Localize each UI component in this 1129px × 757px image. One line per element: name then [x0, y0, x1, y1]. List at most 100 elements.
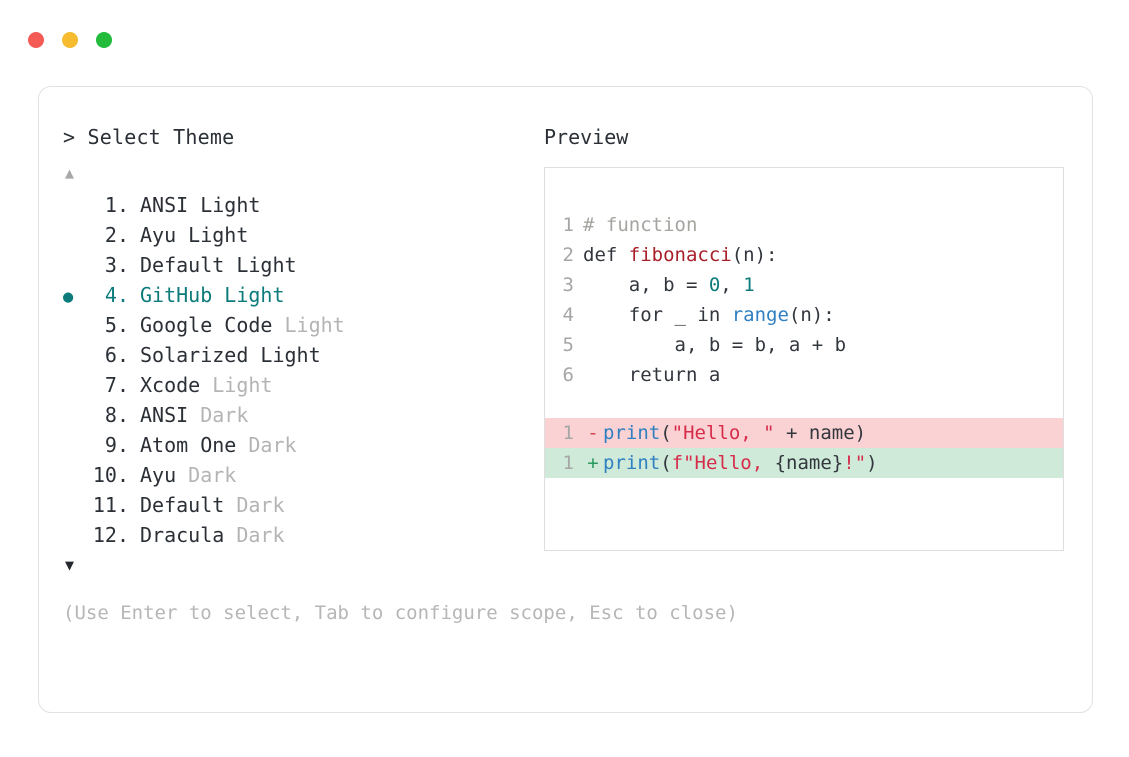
theme-list[interactable]: 1.ANSI Light 2.Ayu Light 3.Default Light…: [63, 190, 533, 550]
theme-item-variant: Light: [224, 253, 297, 277]
theme-item-variant: Light: [212, 283, 285, 307]
code-line: 4 for _ in range(n):: [545, 300, 1063, 330]
theme-list-item[interactable]: 10.Ayu Dark: [63, 460, 533, 490]
theme-item-index: 8.: [104, 403, 129, 427]
theme-item-index: 10.: [92, 463, 129, 487]
theme-list-item[interactable]: ●4.GitHub Light: [63, 280, 533, 310]
minimize-dot[interactable]: [62, 32, 78, 48]
preview-label: Preview: [544, 125, 629, 149]
code-token: !": [843, 452, 867, 474]
theme-list-item[interactable]: 3.Default Light: [63, 250, 533, 280]
diff-sign: +: [587, 452, 599, 474]
selection-bullet-icon: [63, 192, 85, 222]
code-line: 3 a, b = 0, 1: [545, 270, 1063, 300]
diff-line-del: 1-print("Hello, " + name): [545, 418, 1063, 448]
theme-item-index: 2.: [104, 223, 129, 247]
code-token: ,: [720, 274, 744, 296]
code-token: a, b = b, a + b: [583, 334, 847, 356]
theme-item-name: Google Code: [140, 313, 273, 337]
selection-bullet-icon: [63, 222, 85, 252]
selection-bullet-icon: [63, 492, 85, 522]
code-token: 1: [743, 274, 755, 296]
theme-item-index: 9.: [104, 433, 129, 457]
code-token: "Hello, ": [671, 422, 775, 444]
selection-bullet-icon: [63, 342, 85, 372]
theme-item-index: 6.: [104, 343, 129, 367]
theme-item-name: ANSI: [140, 403, 189, 427]
code-token: + name): [774, 422, 867, 444]
theme-item-index: 7.: [104, 373, 129, 397]
code-token: (: [660, 422, 672, 444]
code-line-text: return a: [583, 360, 721, 390]
theme-item-index: 11.: [92, 493, 129, 517]
theme-item-index: 4.: [104, 283, 129, 307]
theme-list-item[interactable]: 7.Xcode Light: [63, 370, 533, 400]
code-token: (: [660, 452, 672, 474]
theme-item-variant: Light: [176, 223, 249, 247]
theme-item-index: 1.: [104, 193, 129, 217]
theme-item-variant: Dark: [224, 523, 285, 547]
line-number: 2: [562, 244, 574, 266]
code-token: a, b =: [583, 274, 709, 296]
theme-item-name: Dracula: [140, 523, 225, 547]
select-theme-prompt: > Select Theme: [63, 125, 235, 149]
code-line: 1 # function: [545, 210, 1063, 240]
line-number: 1: [562, 214, 574, 236]
theme-item-name: Solarized: [140, 343, 249, 367]
line-number: 4: [562, 304, 574, 326]
code-token: (n):: [788, 304, 835, 326]
scroll-up-arrow-icon[interactable]: ▲: [65, 164, 75, 182]
code-line: 2 def fibonacci(n):: [545, 240, 1063, 270]
code-line-text: for _ in range(n):: [583, 300, 835, 330]
maximize-dot[interactable]: [96, 32, 112, 48]
code-token: def: [583, 244, 629, 266]
close-dot[interactable]: [28, 32, 44, 48]
line-number: 1: [562, 422, 574, 444]
code-token: fibonacci: [628, 244, 732, 266]
scroll-down-arrow-icon[interactable]: ▼: [65, 556, 75, 574]
theme-list-item[interactable]: 9.Atom One Dark: [63, 430, 533, 460]
theme-item-variant: Light: [188, 193, 261, 217]
theme-list-item[interactable]: 1.ANSI Light: [63, 190, 533, 220]
theme-list-item[interactable]: 2.Ayu Light: [63, 220, 533, 250]
code-line-text: # function: [583, 210, 697, 240]
theme-list-item[interactable]: 6.Solarized Light: [63, 340, 533, 370]
keyboard-hint: (Use Enter to select, Tab to configure s…: [63, 602, 738, 624]
selection-bullet-icon: [63, 402, 85, 432]
theme-item-name: Ayu: [140, 463, 177, 487]
theme-list-item[interactable]: 12. Dracula Dark: [63, 520, 533, 550]
selection-bullet-icon: [63, 372, 85, 402]
theme-list-item[interactable]: 11.Default Dark: [63, 490, 533, 520]
theme-item-variant: Dark: [188, 403, 249, 427]
code-token: return a: [583, 364, 721, 386]
theme-item-variant: Light: [272, 313, 345, 337]
theme-list-item[interactable]: 8. ANSI Dark: [63, 400, 533, 430]
diff-block: 1-print("Hello, " + name)1+print(f"Hello…: [545, 418, 1063, 478]
selection-bullet-icon: ●: [63, 287, 74, 307]
diff-line-text: print("Hello, " + name): [603, 418, 866, 448]
theme-item-index: 3.: [104, 253, 129, 277]
card-columns: > Select Theme ▲ 1.ANSI Light 2.Ayu Ligh…: [39, 87, 1092, 712]
selection-bullet-icon: [63, 432, 85, 462]
theme-select-column: > Select Theme ▲ 1.ANSI Light 2.Ayu Ligh…: [63, 123, 738, 626]
line-number: 3: [562, 274, 574, 296]
code-token: ): [866, 452, 878, 474]
code-line: 5 a, b = b, a + b: [545, 330, 1063, 360]
theme-item-variant: Light: [200, 373, 273, 397]
code-token: print: [603, 452, 661, 474]
code-token: f"Hello,: [671, 452, 775, 474]
theme-item-variant: Dark: [224, 493, 285, 517]
code-token: (n):: [731, 244, 778, 266]
line-number: 1: [562, 452, 574, 474]
code-token: range: [731, 304, 789, 326]
selection-bullet-icon: [63, 312, 85, 342]
theme-list-item[interactable]: 5.Google Code Light: [63, 310, 533, 340]
theme-item-index: 12.: [92, 523, 129, 547]
selection-bullet-icon: [63, 462, 85, 492]
code-token: 0: [708, 274, 721, 296]
line-number: 6: [562, 364, 574, 386]
code-token: # function: [583, 214, 698, 236]
